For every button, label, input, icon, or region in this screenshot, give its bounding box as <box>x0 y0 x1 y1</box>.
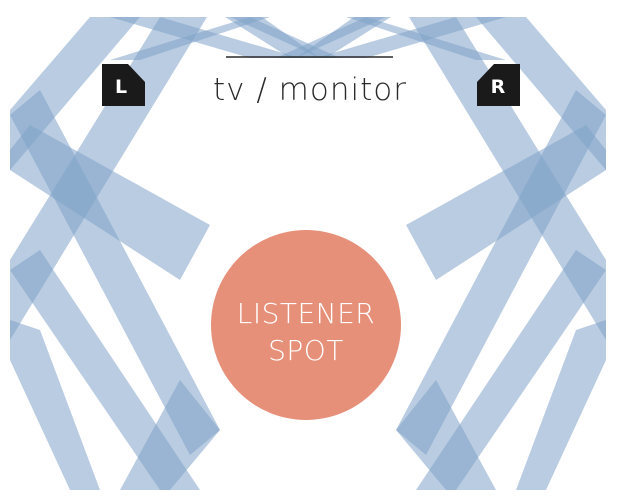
listener-spot: LISTENER SPOT <box>211 230 401 420</box>
beam-left-lower-down <box>10 250 200 490</box>
beam-left-bottom-rise <box>120 380 220 490</box>
beam-left-upper-band <box>10 125 210 280</box>
right-speaker-icon: R <box>477 64 520 106</box>
beam-left-top-rise <box>10 17 140 170</box>
beam-right-lower-down <box>416 250 606 490</box>
listener-spot-line1: LISTENER <box>237 297 376 330</box>
beam-top-left-cross-2 <box>225 17 320 58</box>
right-speaker-label: R <box>491 76 506 98</box>
left-speaker-icon: L <box>102 64 145 106</box>
beam-left-bottom-edge <box>10 320 100 490</box>
screen-label: tv / monitor <box>213 72 407 108</box>
beam-top-lattice-3 <box>110 17 270 60</box>
sound-reflection-beams <box>10 17 606 490</box>
beam-right-upper-band <box>406 125 606 280</box>
listener-spot-circle <box>211 230 401 420</box>
beam-top-lattice-4 <box>346 17 506 60</box>
left-speaker-label: L <box>115 76 127 98</box>
beam-right-bottom-edge <box>516 320 606 490</box>
beam-right-bottom-rise <box>396 380 496 490</box>
beam-top-right-cross-2 <box>296 17 391 58</box>
beam-top-lattice-2 <box>276 17 386 58</box>
listener-spot-line2: SPOT <box>268 334 344 367</box>
beam-right-top-rise <box>476 17 606 170</box>
